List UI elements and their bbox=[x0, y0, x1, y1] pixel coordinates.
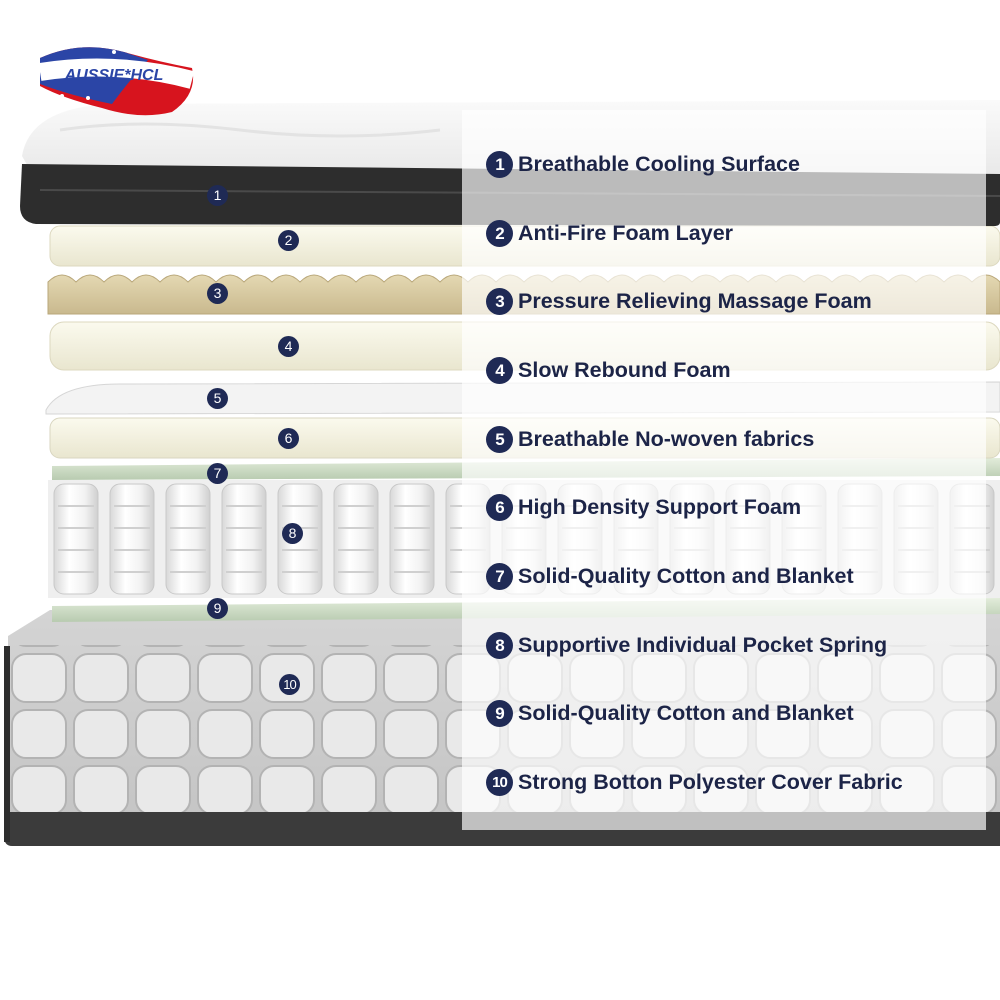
legend-item-6: 6 High Density Support Foam bbox=[486, 493, 801, 521]
legend-number-2: 2 bbox=[486, 220, 513, 247]
legend-item-3: 3 Pressure Relieving Massage Foam bbox=[486, 287, 872, 315]
legend-item-9: 9 Solid-Quality Cotton and Blanket bbox=[486, 699, 854, 727]
legend-label-4: Slow Rebound Foam bbox=[518, 358, 731, 383]
legend-label-5: Breathable No-woven fabrics bbox=[518, 427, 814, 452]
legend-label-10: Strong Botton Polyester Cover Fabric bbox=[518, 770, 903, 795]
legend-number-10: 10 bbox=[486, 769, 513, 796]
legend-number-8: 8 bbox=[486, 632, 513, 659]
brand-logo: AUSSIE*HCL bbox=[32, 38, 200, 120]
layer-marker-10: 10 bbox=[279, 674, 300, 695]
legend-number-4: 4 bbox=[486, 357, 513, 384]
legend-item-4: 4 Slow Rebound Foam bbox=[486, 356, 731, 384]
legend-item-5: 5 Breathable No-woven fabrics bbox=[486, 425, 814, 453]
layer-marker-6: 6 bbox=[278, 428, 299, 449]
layer-marker-5: 5 bbox=[207, 388, 228, 409]
legend-item-1: 1 Breathable Cooling Surface bbox=[486, 150, 800, 178]
layer-marker-8: 8 bbox=[282, 523, 303, 544]
legend-item-2: 2 Anti-Fire Foam Layer bbox=[486, 219, 733, 247]
legend-item-7: 7 Solid-Quality Cotton and Blanket bbox=[486, 562, 854, 590]
legend-label-8: Supportive Individual Pocket Spring bbox=[518, 633, 887, 658]
layer-marker-2: 2 bbox=[278, 230, 299, 251]
layer-marker-3: 3 bbox=[207, 283, 228, 304]
layer-marker-7: 7 bbox=[207, 463, 228, 484]
legend-label-6: High Density Support Foam bbox=[518, 495, 801, 520]
legend-number-1: 1 bbox=[486, 151, 513, 178]
layer-marker-4: 4 bbox=[278, 336, 299, 357]
legend-label-3: Pressure Relieving Massage Foam bbox=[518, 289, 872, 314]
legend-number-5: 5 bbox=[486, 426, 513, 453]
legend-number-7: 7 bbox=[486, 563, 513, 590]
legend-number-6: 6 bbox=[486, 494, 513, 521]
legend-label-2: Anti-Fire Foam Layer bbox=[518, 221, 733, 246]
legend-number-3: 3 bbox=[486, 288, 513, 315]
layer-marker-1: 1 bbox=[207, 185, 228, 206]
legend-label-7: Solid-Quality Cotton and Blanket bbox=[518, 564, 854, 589]
legend-item-10: 10 Strong Botton Polyester Cover Fabric bbox=[486, 768, 903, 796]
legend-label-9: Solid-Quality Cotton and Blanket bbox=[518, 701, 854, 726]
legend-item-8: 8 Supportive Individual Pocket Spring bbox=[486, 631, 887, 659]
brand-name: AUSSIE*HCL bbox=[64, 67, 164, 84]
layer-marker-9: 9 bbox=[207, 598, 228, 619]
legend-number-9: 9 bbox=[486, 700, 513, 727]
legend-label-1: Breathable Cooling Surface bbox=[518, 152, 800, 177]
